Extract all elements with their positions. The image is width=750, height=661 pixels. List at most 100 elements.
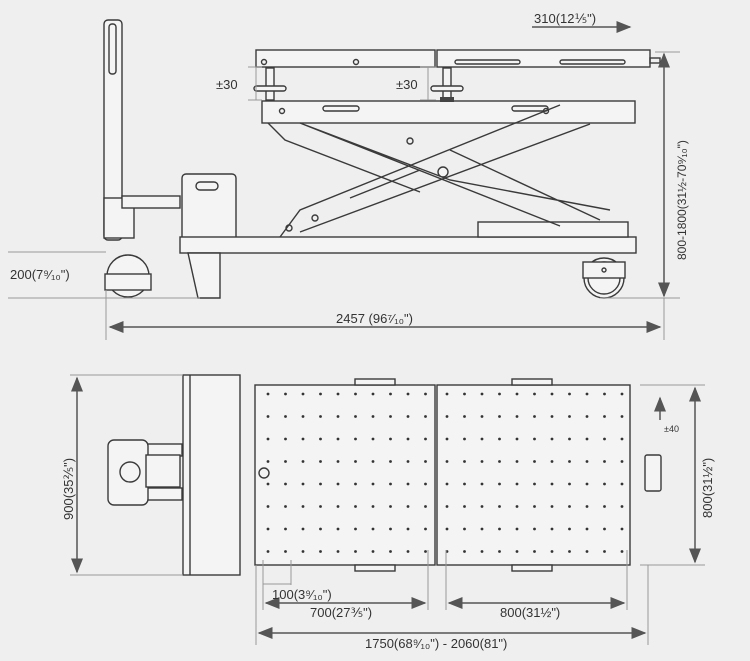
mounting-hole xyxy=(266,527,270,531)
mounting-hole xyxy=(480,392,484,396)
mounting-hole xyxy=(550,415,554,418)
mounting-hole xyxy=(266,460,270,463)
mounting-hole xyxy=(533,392,536,396)
mounting-hole xyxy=(319,482,322,486)
mounting-hole xyxy=(266,437,270,441)
left-section-label: 700(27⅗") xyxy=(310,605,373,620)
mounting-hole xyxy=(585,437,589,441)
adjuster-knob-left xyxy=(253,67,287,101)
mounting-hole xyxy=(354,505,357,508)
side-handle xyxy=(644,454,662,492)
mounting-hole xyxy=(533,460,536,463)
mounting-hole xyxy=(266,505,270,508)
top-view xyxy=(70,374,705,645)
mounting-hole xyxy=(463,482,466,486)
mounting-hole xyxy=(319,527,322,531)
mounting-hole xyxy=(406,505,410,508)
mounting-hole xyxy=(266,415,270,418)
mounting-hole xyxy=(568,415,571,418)
mounting-hole xyxy=(319,415,322,418)
mounting-hole xyxy=(550,527,554,531)
mounting-hole xyxy=(301,505,305,508)
mounting-hole xyxy=(284,415,287,418)
mounting-hole xyxy=(498,550,501,553)
mounting-hole xyxy=(620,392,624,396)
mounting-hole xyxy=(389,527,392,531)
mounting-hole xyxy=(463,415,466,418)
width-label: 900(35⅖") xyxy=(61,457,76,520)
mounting-hole xyxy=(336,550,340,553)
mounting-hole xyxy=(585,505,589,508)
mounting-hole xyxy=(389,437,392,441)
mounting-hole xyxy=(266,550,270,553)
adjust-right-label: ±30 xyxy=(396,77,418,92)
table-length-label: 1750(68⁹⁄₁₀") - 2060(81") xyxy=(365,636,508,651)
mounting-hole xyxy=(284,482,287,486)
mounting-hole xyxy=(515,460,519,463)
mounting-hole xyxy=(620,437,624,441)
mounting-hole xyxy=(445,437,449,441)
mounting-hole xyxy=(371,527,375,531)
mounting-hole xyxy=(620,505,624,508)
mounting-hole xyxy=(284,505,287,508)
tilt-label: ±40 xyxy=(664,424,679,434)
tow-handle-top xyxy=(107,439,183,506)
side-view xyxy=(8,19,680,340)
mounting-hole xyxy=(354,527,357,531)
mounting-hole xyxy=(515,482,519,486)
mounting-hole xyxy=(371,550,375,553)
mounting-hole xyxy=(533,527,536,531)
mounting-hole xyxy=(498,505,501,508)
mounting-hole xyxy=(620,482,624,486)
mounting-hole xyxy=(424,392,427,396)
mounting-hole xyxy=(550,392,554,396)
scissor-arms xyxy=(267,104,611,238)
mounting-hole xyxy=(319,550,322,553)
mounting-hole xyxy=(319,437,322,441)
mounting-hole xyxy=(424,437,427,441)
mounting-hole xyxy=(371,392,375,396)
mounting-hole xyxy=(445,482,449,486)
mounting-hole xyxy=(550,505,554,508)
mounting-hole xyxy=(620,550,624,553)
table-top-left xyxy=(255,49,436,68)
mounting-hole xyxy=(463,550,466,553)
mounting-hole xyxy=(445,527,449,531)
mounting-hole xyxy=(319,392,322,396)
mounting-hole xyxy=(301,392,305,396)
mounting-hole xyxy=(480,437,484,441)
mounting-hole xyxy=(533,505,536,508)
mounting-hole xyxy=(389,550,392,553)
mounting-hole xyxy=(336,527,340,531)
lift-platform xyxy=(261,100,636,124)
mounting-hole xyxy=(498,482,501,486)
mounting-hole xyxy=(498,460,501,463)
mounting-hole xyxy=(354,392,357,396)
mounting-hole xyxy=(301,550,305,553)
rear-caster xyxy=(582,257,626,299)
mounting-hole xyxy=(284,460,287,463)
mounting-hole xyxy=(406,482,410,486)
mounting-hole xyxy=(603,392,606,396)
mounting-hole xyxy=(371,415,375,418)
mounting-hole xyxy=(585,392,589,396)
mounting-hole xyxy=(266,482,270,486)
mounting-hole xyxy=(389,392,392,396)
mounting-hole xyxy=(533,482,536,486)
mounting-hole xyxy=(533,437,536,441)
mounting-hole xyxy=(515,527,519,531)
mounting-hole xyxy=(406,460,410,463)
mounting-hole xyxy=(620,527,624,531)
adjuster-knob-right xyxy=(430,67,464,102)
mounting-hole xyxy=(480,482,484,486)
mounting-hole xyxy=(498,392,501,396)
mounting-hole xyxy=(463,437,466,441)
mounting-hole xyxy=(301,482,305,486)
mounting-hole xyxy=(424,415,427,418)
mounting-hole xyxy=(389,460,392,463)
mounting-hole xyxy=(550,437,554,441)
mounting-hole xyxy=(585,415,589,418)
mounting-hole xyxy=(515,437,519,441)
